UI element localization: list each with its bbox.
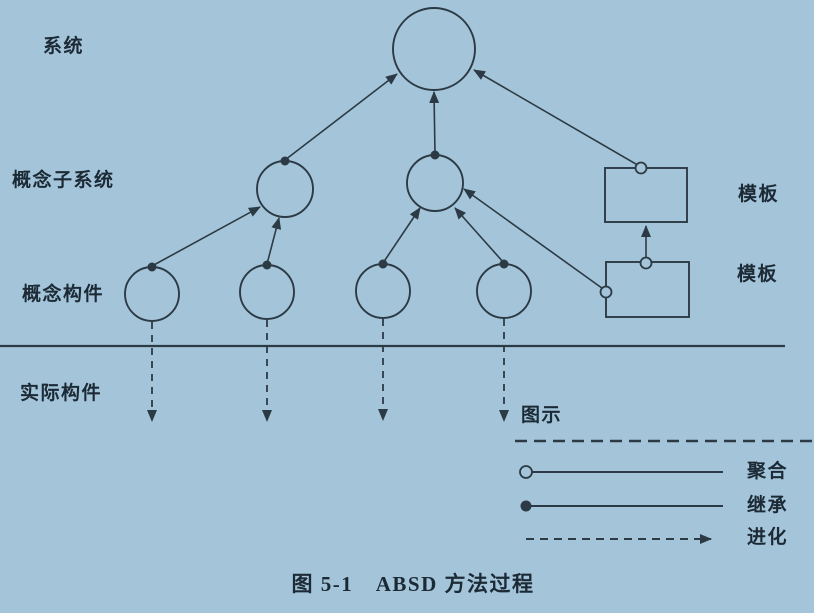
subsystem-left-node [256,160,314,218]
legend-item-label-inheritance: 继承 [747,495,789,516]
label-actual-component-level: 实际构件 [20,383,103,404]
system-node [392,7,476,91]
legend-aggregation-symbol-circle [519,465,533,479]
legend-title: 图示 [521,405,563,426]
legend-item-label-aggregation: 聚合 [747,461,789,482]
edge-component1-to-subsystem-left [151,206,261,267]
edge-template-lower-to-subsystem-mid [463,188,607,292]
legend-item-label-evolution: 进化 [747,527,789,548]
template-upper-box [604,167,688,223]
edge-template-upper-to-system [473,69,642,168]
edge-subsystem-left-to-system [284,73,398,161]
figure-caption: 图 5-1 ABSD 方法过程 [291,572,535,596]
component-4-node [476,263,532,319]
edge-component2-to-subsystem-left [266,217,282,265]
evolution-edges [147,319,509,422]
label-conceptual-subsystem-level: 概念子系统 [12,170,115,191]
edge-component3-to-subsystem-mid [382,207,421,264]
template-lower-box [605,261,690,318]
aggregation-circles [599,161,653,299]
edge-subsystem-mid-to-system [429,91,440,155]
aggregation-edges [463,69,651,292]
component-3-node [355,263,411,319]
legend-graphics [515,439,814,544]
component-1-node [124,266,180,322]
label-system-level: 系统 [43,36,85,57]
subsystem-mid-node [406,154,464,212]
inheritance-dots [147,150,509,272]
label-template-lower: 模板 [737,264,779,285]
edge-component4-to-subsystem-mid [454,207,505,264]
label-template-upper: 模板 [738,184,780,205]
component-2-node [239,264,295,320]
inheritance-edges [151,73,505,267]
label-conceptual-component-level: 概念构件 [22,284,105,305]
